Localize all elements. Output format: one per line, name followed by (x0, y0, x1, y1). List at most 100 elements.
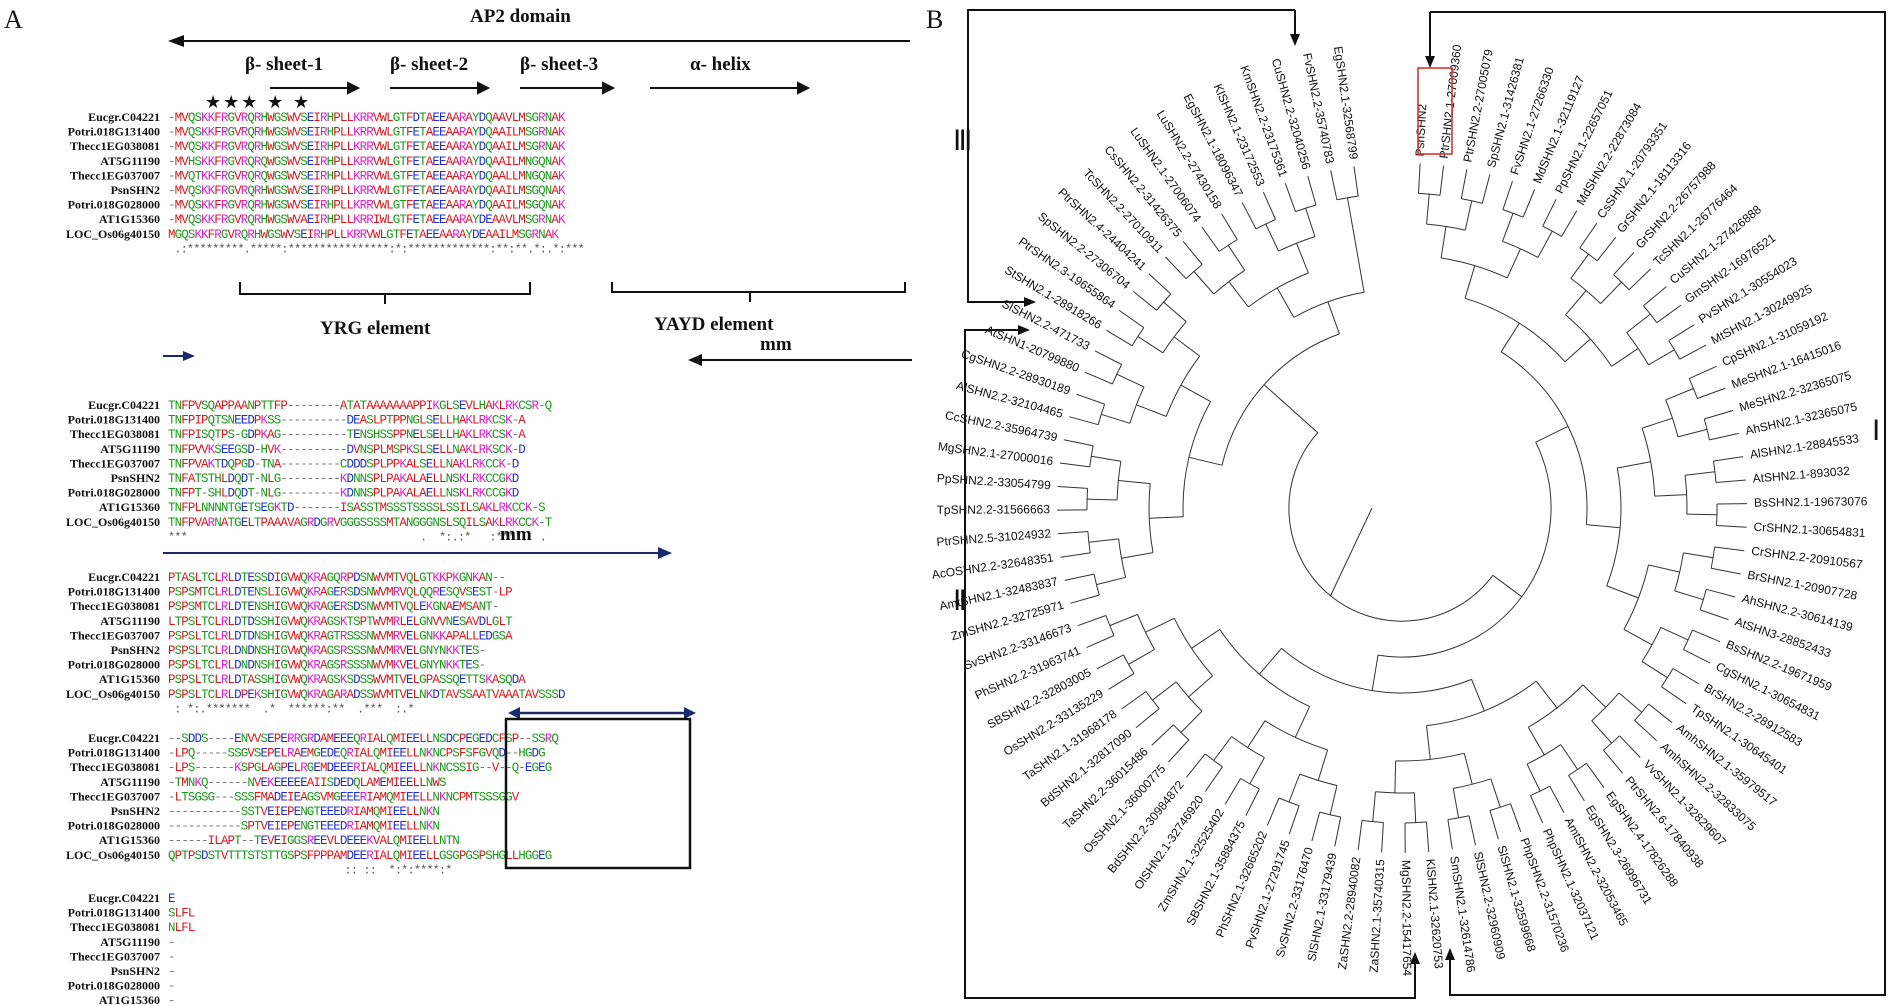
sequence-residues: -TMNKQ------NVEKEEEEEAIISDEDQLAMEMIEELLN… (168, 776, 446, 790)
yayd-bracket (611, 282, 906, 302)
tree-branch (1347, 197, 1365, 293)
tree-branch (1088, 538, 1119, 543)
tree-branch (1526, 744, 1562, 765)
tree-branch (1492, 574, 1522, 598)
tree-branch (1527, 726, 1545, 756)
tree-branch (1418, 163, 1421, 194)
clade-bracket-ii (964, 329, 1416, 999)
tree-branch (1213, 269, 1245, 295)
tree-leaf-label: PtrSHN2.5-31024932 (936, 526, 1052, 549)
tree-branch (1128, 649, 1155, 665)
tree-branch (1108, 673, 1135, 690)
consensus-line: *** . *:.:* :****. . (168, 530, 546, 544)
tree-branch (1600, 281, 1622, 304)
tree-branch (1201, 226, 1220, 252)
tree-branch (1530, 795, 1544, 824)
sequence-name: PsnSHN2 (111, 471, 160, 485)
tree-leaf-label: CrSHN2.2-20910567 (1751, 544, 1864, 572)
tree-branch (1661, 686, 1687, 705)
tree-branch (1643, 286, 1667, 307)
tree-branch (1182, 240, 1203, 265)
yrg-bracket (239, 282, 531, 304)
sequence-residues: PSPSLTCLRLDPEKSHIGVWQKRAGARADSSWVMTVELNK… (168, 688, 565, 702)
tree-branch (1606, 467, 1622, 587)
clade-label-iii: Ⅲ (953, 126, 972, 157)
tree-branch (1245, 788, 1260, 816)
tree-branch (1259, 648, 1282, 675)
tree-branch (1440, 226, 1447, 259)
tree-branch (1191, 628, 1221, 649)
tree-branch (1656, 304, 1682, 324)
tree-branch (1063, 439, 1094, 447)
sequence-name: Potri.018G028000 (68, 486, 160, 500)
tree-branch (1093, 573, 1100, 596)
tree-branch (1688, 365, 1717, 380)
tree-branch (1317, 749, 1329, 781)
sequence-name: Potri.018G131400 (68, 125, 160, 139)
tree-branch (1426, 725, 1431, 760)
tree-branch (1526, 763, 1541, 792)
tree-branch (1145, 617, 1175, 633)
tree-branch (1611, 347, 1639, 367)
sequence-name: Thecc1EG038081 (70, 139, 160, 153)
sequence-residues: -MVQSKKFRGVRQRHWGSWVSEIRHPLLKRRVWLGTFETA… (168, 140, 566, 154)
tree-branch (1617, 461, 1651, 469)
tree-branch (1204, 766, 1223, 792)
tree-leaf-label: BsSHN2.1-19673076 (1754, 494, 1868, 509)
tree-branch (1648, 703, 1673, 724)
conserved-stars: ★★★ ★ ★ (205, 92, 311, 113)
tree-branch (1381, 822, 1384, 853)
tree-branch (1606, 585, 1639, 599)
tree-branch (1105, 615, 1115, 636)
tree-branch (1319, 811, 1341, 818)
tree-branch (1135, 708, 1160, 729)
tree-branch (1357, 820, 1363, 851)
sequence-name: AT1G15360 (99, 993, 160, 1006)
tree-branch (1452, 788, 1460, 818)
consensus-line: :: :: *:*:****:* (168, 863, 452, 877)
tree-branch (1059, 462, 1090, 468)
panel-a-label: A (4, 5, 23, 34)
tree-branch (1426, 821, 1430, 853)
sequence-name: AT5G11190 (100, 775, 160, 789)
tree-branch (1149, 516, 1184, 519)
tree-branch (1460, 169, 1468, 199)
sequence-name: Eucgr.C04221 (88, 570, 160, 584)
tree-branch (1109, 613, 1138, 627)
tree-branch (1549, 785, 1565, 813)
tree-branch (1641, 661, 1668, 679)
tree-branch (1603, 735, 1620, 751)
tree-leaf-label: AtSHN2.1-893032 (1752, 464, 1851, 486)
tree-branch (1227, 245, 1246, 271)
sequence-residues: TNFPVVKSEEGSD-HVK----------DVNSPLMSPKSLS… (168, 443, 525, 457)
sequence-name: Potri.018G028000 (68, 658, 160, 672)
tree-branch (1641, 428, 1656, 497)
tree-branch (1219, 239, 1238, 252)
tree-branch (1288, 805, 1300, 835)
tree-branch (1121, 691, 1147, 710)
tree-branch (1186, 753, 1206, 778)
clade-arrow-iii (1290, 34, 1300, 46)
tree-branch (1330, 170, 1338, 200)
tree-branch (1697, 387, 1726, 399)
tree-branch (1506, 248, 1521, 279)
tree-branch (1188, 456, 1223, 466)
sequence-name: Potri.018G131400 (68, 746, 160, 760)
highlight-box (1417, 67, 1453, 155)
sequence-name: Thecc1EG037007 (70, 168, 160, 182)
sequence-residues: PSPSMTCLRLDTENSLIGVWQKRAGERSDSNWVMRVQLQQ… (168, 586, 512, 600)
tree-branch (1613, 274, 1630, 291)
tree-branch (1394, 760, 1397, 793)
tree-branch (1076, 393, 1105, 405)
tree-branch (1683, 552, 1714, 559)
tree-branch (1706, 588, 1736, 598)
clade-arrow-ii (1018, 325, 1030, 335)
sequence-name: Potri.018G131400 (68, 413, 160, 427)
tree-branch (1686, 513, 1717, 516)
tree-branch (1626, 332, 1649, 366)
yrg-element-label: YRG element (320, 318, 431, 339)
